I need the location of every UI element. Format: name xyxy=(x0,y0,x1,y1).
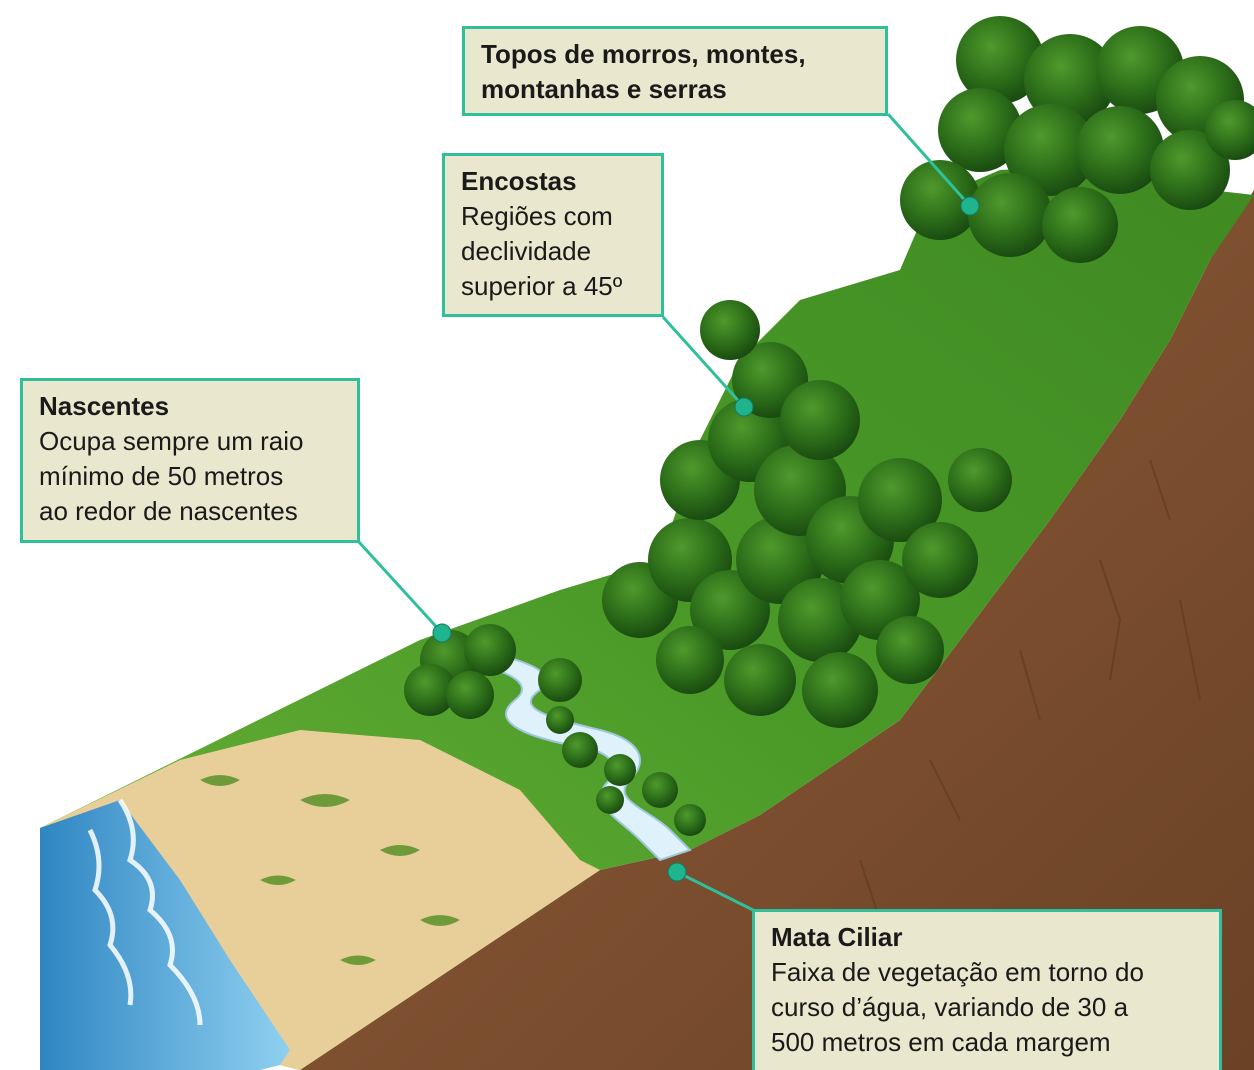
sea xyxy=(40,800,290,1070)
marker-topos xyxy=(960,196,980,216)
callout-encostas-title: Encostas xyxy=(461,166,577,196)
leader-lines xyxy=(356,113,972,912)
leader-topos xyxy=(886,113,972,207)
soil-cross-section xyxy=(300,190,1254,1070)
spring-vegetation xyxy=(404,624,582,719)
riparian-vegetation xyxy=(546,706,706,836)
leader-nascentes xyxy=(356,539,444,635)
callout-nascentes: Nascentes Ocupa sempre um raio mínimo de… xyxy=(20,378,360,543)
callout-nascentes-text: Ocupa sempre um raio mínimo de 50 metros… xyxy=(39,426,304,526)
marker-nascentes xyxy=(432,623,452,643)
callout-topos-title: Topos de morros, montes, montanhas e ser… xyxy=(481,39,806,104)
callout-encostas-text: Regiões com declividade superior a 45º xyxy=(461,201,623,301)
leader-encostas xyxy=(661,315,746,409)
callout-mata-ciliar-text: Faixa de vegetação em torno do curso d’á… xyxy=(771,957,1144,1057)
marker-encostas xyxy=(734,397,754,417)
marker-dots xyxy=(432,196,980,882)
marker-mata xyxy=(667,862,687,882)
callout-nascentes-title: Nascentes xyxy=(39,391,170,421)
slope-forest xyxy=(602,300,1012,728)
river xyxy=(468,648,692,862)
callout-encostas: Encostas Regiões com declividade superio… xyxy=(442,153,664,317)
callout-mata-ciliar: Mata Ciliar Faixa de vegetação em torno … xyxy=(752,909,1222,1070)
sand-area xyxy=(40,730,600,1070)
soil-roots xyxy=(859,459,1201,921)
leader-mata xyxy=(676,870,754,912)
hilltop-forest xyxy=(900,16,1254,263)
callout-mata-ciliar-title: Mata Ciliar xyxy=(771,922,903,952)
callout-topos: Topos de morros, montes, montanhas e ser… xyxy=(462,26,888,116)
sea-foam xyxy=(87,798,203,1026)
